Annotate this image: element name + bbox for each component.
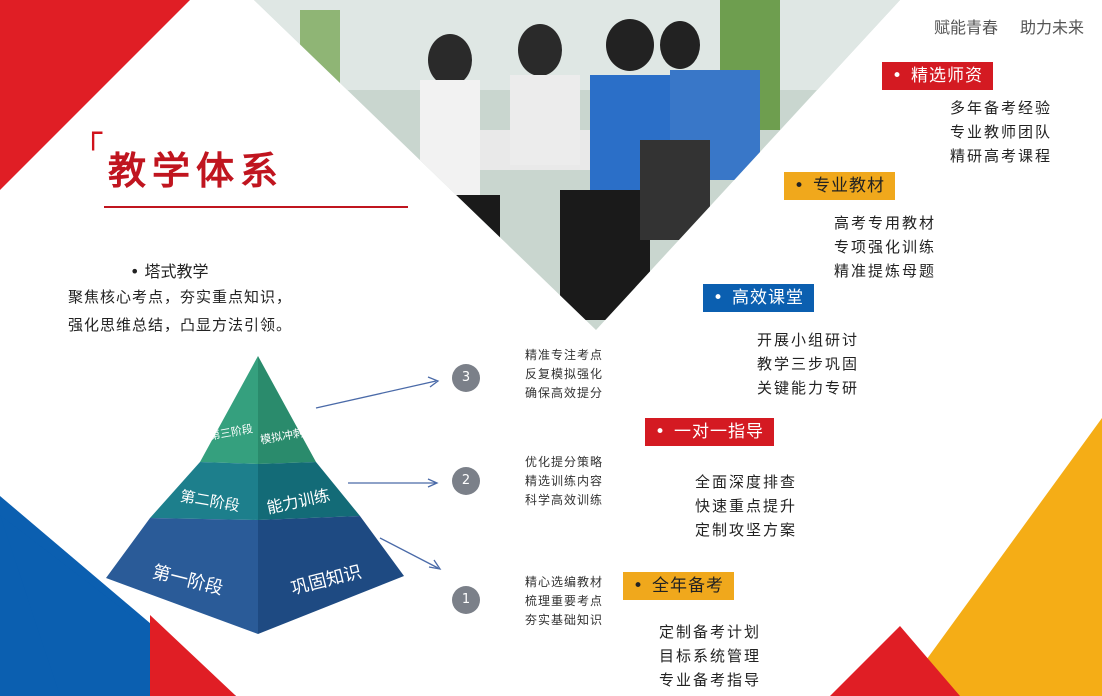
category-item: 专业备考指导	[659, 671, 762, 689]
pyramid	[106, 356, 404, 634]
category-item: 定制备考计划	[659, 623, 762, 641]
step-2-badge: 2	[452, 467, 480, 495]
step-1-line-1: 精心选编教材	[525, 575, 604, 589]
category-item: 快速重点提升	[695, 497, 798, 515]
bullet-dot: •	[130, 262, 140, 281]
category-item: 全面深度排查	[695, 473, 798, 491]
feature-heading: • 塔式教学	[130, 258, 209, 282]
corner-bracket-icon: ┌	[84, 116, 103, 151]
category-tag-classroom: •高效课堂	[703, 284, 815, 312]
title-underline	[104, 206, 408, 208]
category-label: 一对一指导	[674, 422, 765, 442]
step-2-line-1: 优化提分策略	[525, 455, 604, 469]
category-items-materials: 高考专用教材 专项强化训练 精准提炼母题	[834, 211, 936, 283]
category-item: 高考专用教材	[834, 214, 937, 232]
category-item: 专业教师团队	[950, 123, 1053, 141]
category-label: 高效课堂	[732, 288, 805, 308]
yellow-corner-fill	[1060, 600, 1102, 696]
step-2-line-3: 科学高效训练	[525, 493, 604, 507]
category-item: 专项强化训练	[834, 238, 937, 256]
students-photo	[254, 0, 900, 330]
category-label: 全年备考	[652, 576, 725, 596]
red-accent-triangle	[150, 615, 236, 696]
step-arrows	[315, 376, 442, 570]
feature-desc-line-2: 强化思维总结，凸显方法引领。	[68, 316, 293, 334]
step-1-line-3: 夯实基础知识	[525, 613, 604, 627]
step-3-line-1: 精准专注考点	[525, 348, 604, 362]
category-items-one-on-one: 全面深度排查 快速重点提升 定制攻坚方案	[695, 470, 797, 542]
step-1-line-2: 梳理重要考点	[525, 594, 604, 608]
yellow-corner-triangle	[900, 418, 1102, 696]
step-1-text: 精心选编教材 梳理重要考点 夯实基础知识	[525, 573, 603, 630]
category-label: 专业教材	[813, 176, 886, 196]
page-title: 教学体系	[108, 149, 285, 193]
category-tag-one-on-one: •一对一指导	[645, 418, 775, 446]
category-item: 定制攻坚方案	[695, 521, 798, 539]
step-2-line-2: 精选训练内容	[525, 474, 604, 488]
category-tag-teachers: •精选师资	[882, 62, 994, 90]
category-items-classroom: 开展小组研讨 教学三步巩固 关键能力专研	[757, 328, 859, 400]
step-2-text: 优化提分策略 精选训练内容 科学高效训练	[525, 453, 603, 510]
step-3-badge: 3	[452, 364, 480, 392]
step-3-line-3: 确保高效提分	[525, 386, 604, 400]
category-item: 开展小组研讨	[757, 331, 860, 349]
category-item: 目标系统管理	[659, 647, 762, 665]
category-items-full-year: 定制备考计划 目标系统管理 专业备考指导	[659, 620, 761, 692]
step-3-line-2: 反复模拟强化	[525, 367, 604, 381]
category-item: 教学三步巩固	[757, 355, 860, 373]
red-bottom-triangle	[830, 626, 960, 696]
category-items-teachers: 多年备考经验 专业教师团队 精研高考课程	[950, 96, 1052, 168]
step-3-text: 精准专注考点 反复模拟强化 确保高效提分	[525, 346, 603, 403]
slogan-2: 助力未来	[1020, 18, 1085, 37]
step-1-badge: 1	[452, 586, 480, 614]
category-item: 精研高考课程	[950, 147, 1053, 165]
feature-desc-line-1: 聚焦核心考点，夯实重点知识，	[68, 288, 293, 306]
red-corner-triangle	[0, 0, 190, 190]
category-item: 精准提炼母题	[834, 262, 937, 280]
category-label: 精选师资	[911, 66, 984, 86]
feature-name: 塔式教学	[144, 262, 209, 281]
category-tag-materials: •专业教材	[784, 172, 896, 200]
category-item: 多年备考经验	[950, 99, 1053, 117]
slogan-1: 赋能青春	[934, 18, 999, 37]
category-tag-full-year: •全年备考	[623, 572, 735, 600]
category-item: 关键能力专研	[757, 379, 860, 397]
